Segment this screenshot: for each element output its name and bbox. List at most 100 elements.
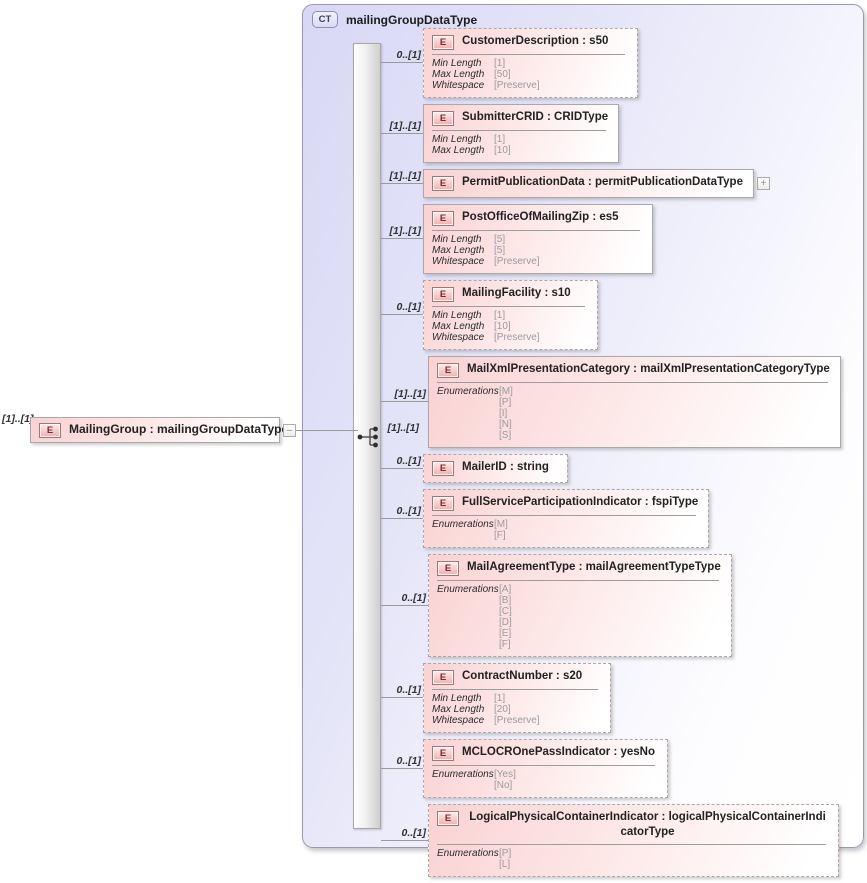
- facet-value: [Preserve]: [494, 332, 540, 343]
- cardinality-label: 0..[1]: [396, 684, 421, 696]
- facet-row: Max Length [50]: [432, 69, 627, 80]
- facet-value: [1]: [494, 693, 506, 704]
- cardinality-label: [1]..[1]: [394, 388, 427, 400]
- facet-value: [10]: [494, 145, 511, 156]
- facet-value: [E]: [499, 628, 512, 639]
- facet-row: Enumerations[A]: [437, 584, 721, 595]
- facet-row: Whitespace[Preserve]: [432, 332, 587, 343]
- facet-row: Max Length[5]: [432, 245, 642, 256]
- facet-value: [N]: [499, 419, 512, 430]
- facet-row: [No]: [432, 780, 657, 791]
- facet-separator: [437, 382, 828, 383]
- element-type: CRIDType: [554, 111, 609, 123]
- facet-row: Enumerations[M]: [437, 386, 830, 397]
- element-type: string: [516, 461, 549, 473]
- element-icon: E: [432, 287, 454, 302]
- element-icon: E: [437, 561, 459, 576]
- connector-line: [296, 430, 358, 431]
- facet-value: [B]: [499, 595, 512, 606]
- facet-row: Min Length[1]: [432, 58, 627, 69]
- element-icon: E: [432, 496, 454, 511]
- cardinality-label: [1]..[1]: [389, 170, 422, 182]
- element-type: s10: [551, 287, 571, 299]
- element-icon: E: [39, 423, 61, 438]
- facet-label: Enumerations: [432, 769, 494, 780]
- type-separator: :: [610, 746, 621, 758]
- facet-row: Min Length[1]: [432, 134, 608, 145]
- type-separator: :: [629, 363, 641, 375]
- facet-value: [C]: [499, 606, 512, 617]
- facet-row: [S]: [437, 430, 830, 441]
- facet-table: Min Length[1]Max Length [50] Whitespace [Pr…: [432, 58, 627, 91]
- element-box-mailing-group[interactable]: E MailingGroup : mailingGroupDataType: [30, 417, 288, 443]
- facet-row: [C]: [437, 606, 721, 617]
- facet-separator: [437, 580, 719, 581]
- facet-label: Min Length: [432, 310, 482, 321]
- element-title: LogicalPhysicalContainerIndicator : logi…: [467, 810, 828, 840]
- type-separator: :: [146, 422, 157, 436]
- facet-label: [437, 859, 499, 870]
- element-type: s50: [589, 35, 609, 47]
- element-name: SubmitterCRID: [462, 111, 544, 123]
- facet-separator: [432, 130, 607, 131]
- cardinality-label: [1]..[1]: [389, 120, 422, 132]
- element-icon: E: [432, 35, 454, 50]
- element-name: ContractNumber: [462, 670, 553, 682]
- element-icon: E: [432, 746, 454, 761]
- type-separator: :: [575, 561, 586, 573]
- facet-row: Enumerations[P]: [437, 848, 828, 859]
- facet-label: [437, 430, 499, 441]
- facet-label: [437, 617, 499, 628]
- element-name: MailingGroup: [69, 422, 147, 436]
- facet-label: [432, 780, 494, 791]
- expand-icon[interactable]: +: [756, 176, 770, 190]
- ct-badge-icon: CT: [312, 11, 338, 28]
- facet-label: [437, 639, 499, 650]
- facet-table: Min Length[1]Max Length[20]Whitespace[Pr…: [432, 693, 600, 726]
- facet-separator: [437, 844, 826, 845]
- facet-value: [S]: [499, 430, 512, 441]
- type-separator: :: [589, 211, 600, 223]
- sequence-compositor-icon[interactable]: [356, 426, 382, 448]
- facet-label: Max Length: [432, 69, 485, 80]
- facet-label: Whitespace: [432, 80, 485, 91]
- facet-row: [D]: [437, 617, 721, 628]
- cardinality-label: 0..[1]: [396, 505, 421, 517]
- facet-value: [50]: [494, 69, 511, 80]
- connector-line: [381, 605, 428, 606]
- facet-value: [5]: [494, 245, 506, 256]
- element-title: PostOfficeOfMailingZip : es5: [462, 210, 619, 225]
- connector-line: [381, 768, 423, 769]
- facet-label: [437, 628, 499, 639]
- cardinality-label: 0..[1]: [396, 301, 421, 313]
- facet-label: Enumerations: [437, 386, 499, 397]
- facet-value: [P]: [499, 397, 512, 408]
- type-separator: :: [578, 35, 590, 47]
- element-type: logicalPhysicalContainerIndicatorType: [620, 811, 826, 838]
- element-type: es5: [599, 211, 619, 223]
- facet-value: [No]: [494, 780, 513, 791]
- collapse-icon[interactable]: –: [283, 424, 296, 437]
- facet-row: Min Length[1]: [432, 310, 587, 321]
- cardinality-label: 0..[1]: [401, 592, 426, 604]
- facet-label: [432, 530, 494, 541]
- element-name: CustomerDescription: [462, 35, 579, 47]
- element-icon: E: [437, 363, 459, 378]
- facet-value: [Preserve]: [494, 80, 540, 91]
- cardinality-label: 0..[1]: [396, 455, 421, 467]
